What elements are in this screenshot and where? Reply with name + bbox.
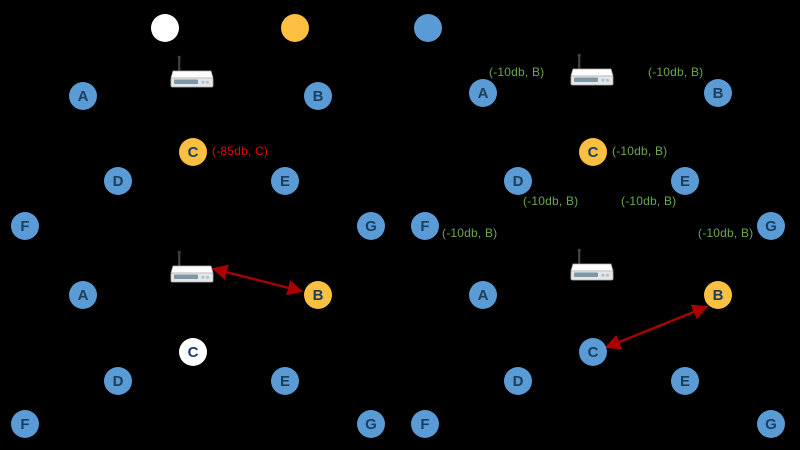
network-node-c: C xyxy=(179,138,207,166)
network-node-e: E xyxy=(271,167,299,195)
router-icon xyxy=(169,250,215,288)
signal-annotation: (-10db, B) xyxy=(648,65,704,79)
router-icon xyxy=(569,53,615,91)
network-node-c: C xyxy=(579,138,607,166)
signal-annotation: (-10db, B) xyxy=(612,144,668,158)
network-node-a: A xyxy=(69,82,97,110)
network-node-d: D xyxy=(504,367,532,395)
network-node-f: F xyxy=(411,410,439,438)
signal-annotation: (-85db, C) xyxy=(212,144,269,158)
wireless-router-icon xyxy=(570,53,614,86)
network-node-b: B xyxy=(704,79,732,107)
legend-node-blue xyxy=(414,14,442,42)
network-node-f: F xyxy=(411,212,439,240)
network-node-b: B xyxy=(304,281,332,309)
network-node-e: E xyxy=(671,367,699,395)
signal-annotation: (-10db, B) xyxy=(523,194,579,208)
router-icon xyxy=(569,248,615,286)
signal-arrow xyxy=(604,304,709,350)
signal-annotation: (-10db, B) xyxy=(442,226,498,240)
wireless-router-icon xyxy=(170,55,214,88)
network-node-a: A xyxy=(469,281,497,309)
network-node-g: G xyxy=(357,410,385,438)
network-node-e: E xyxy=(271,367,299,395)
network-node-c: C xyxy=(579,338,607,366)
network-node-f: F xyxy=(11,410,39,438)
network-node-b: B xyxy=(704,281,732,309)
network-node-g: G xyxy=(757,212,785,240)
wireless-router-icon xyxy=(570,248,614,281)
signal-annotation: (-10db, B) xyxy=(489,65,545,79)
network-node-e: E xyxy=(671,167,699,195)
wireless-router-icon xyxy=(170,250,214,283)
network-node-b: B xyxy=(304,82,332,110)
signal-annotation: (-10db, B) xyxy=(621,194,677,208)
network-node-g: G xyxy=(357,212,385,240)
network-node-f: F xyxy=(11,212,39,240)
network-node-g: G xyxy=(757,410,785,438)
network-node-c: C xyxy=(179,338,207,366)
legend-node-yellow xyxy=(281,14,309,42)
network-node-d: D xyxy=(104,167,132,195)
legend-node-white xyxy=(151,14,179,42)
network-node-a: A xyxy=(469,79,497,107)
router-icon xyxy=(169,55,215,93)
signal-arrow xyxy=(211,264,304,296)
network-node-a: A xyxy=(69,281,97,309)
network-node-d: D xyxy=(104,367,132,395)
signal-annotation: (-10db, B) xyxy=(698,226,754,240)
network-node-d: D xyxy=(504,167,532,195)
